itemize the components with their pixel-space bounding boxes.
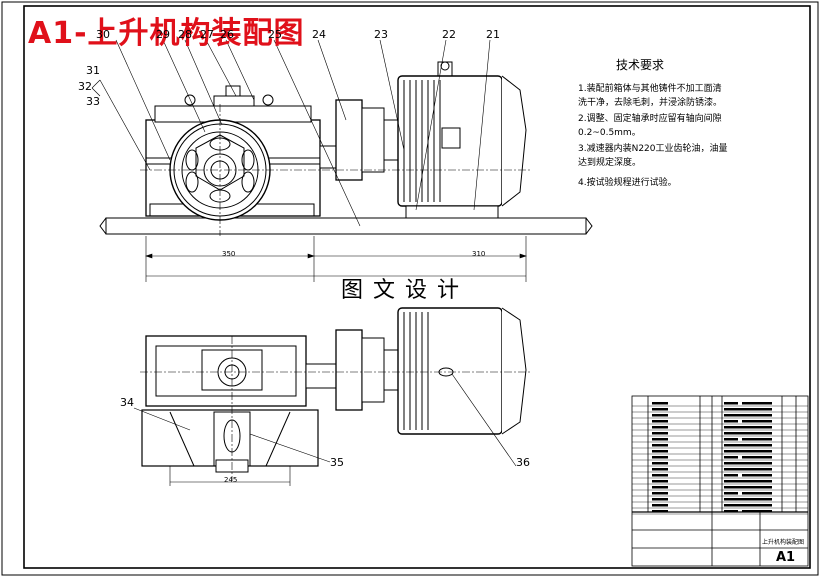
parts-list-entry bbox=[652, 468, 668, 471]
parts-list-entry bbox=[652, 492, 668, 495]
parts-list-entry bbox=[652, 450, 668, 453]
parts-list-entry bbox=[724, 486, 750, 489]
dimension-plan-width: 245 bbox=[224, 476, 238, 484]
tech-requirement-line: 0.2~0.5mm。 bbox=[578, 128, 641, 138]
parts-list-entry bbox=[742, 486, 772, 489]
watermark-text: 图文设计 bbox=[341, 278, 470, 303]
part-number-26: 26 bbox=[220, 28, 234, 41]
part-number-35: 35 bbox=[330, 456, 344, 469]
parts-list-entry bbox=[742, 432, 772, 435]
parts-list-entry bbox=[724, 450, 750, 453]
parts-list-entry bbox=[742, 408, 772, 411]
parts-list-entry bbox=[742, 456, 772, 459]
parts-list-entry bbox=[652, 444, 668, 447]
dimension-front-left: 350 bbox=[222, 250, 236, 258]
part-number-30: 30 bbox=[96, 28, 110, 41]
parts-list-entry bbox=[742, 444, 772, 447]
tech-requirements-heading: 技术要求 bbox=[616, 58, 665, 72]
part-number-28: 28 bbox=[178, 28, 192, 41]
parts-list-entry bbox=[742, 450, 772, 453]
parts-list-entry bbox=[742, 438, 772, 441]
title-block-drawing-name: 上升机构装配图 bbox=[762, 539, 805, 546]
parts-list-entry bbox=[652, 456, 668, 459]
parts-list-entry bbox=[724, 474, 738, 477]
parts-list-entry bbox=[724, 414, 750, 417]
tech-requirement-line: 2.调整、固定轴承时应留有轴向间隙 bbox=[578, 114, 722, 124]
parts-list-entry bbox=[742, 492, 772, 495]
front-dimensions bbox=[145, 236, 527, 282]
part-number-22: 22 bbox=[442, 28, 456, 41]
dimension-front-right: 310 bbox=[472, 250, 486, 258]
parts-list-entry bbox=[652, 420, 668, 423]
parts-list-entry bbox=[652, 504, 668, 507]
part-number-21: 21 bbox=[486, 28, 500, 41]
title-block-rows bbox=[632, 402, 808, 515]
parts-list-entry bbox=[742, 498, 772, 501]
parts-list-entry bbox=[724, 408, 744, 411]
parts-list-entry bbox=[742, 480, 772, 483]
parts-list-entry bbox=[742, 510, 772, 513]
part-number-25: 25 bbox=[268, 28, 282, 41]
parts-list-entry bbox=[724, 480, 744, 483]
tech-requirement-line: 洗干净，去除毛刺，并浸涂防锈漆。 bbox=[578, 98, 723, 108]
tech-requirement-line: 4.按试验规程进行试验。 bbox=[578, 178, 677, 188]
parts-list-entry bbox=[742, 420, 772, 423]
parts-list-entry bbox=[724, 432, 750, 435]
parts-list-entry bbox=[652, 510, 668, 513]
parts-list-entry bbox=[742, 426, 772, 429]
part-number-33: 33 bbox=[86, 95, 100, 108]
parts-list-entry bbox=[724, 456, 738, 459]
tech-requirement-line: 3.减速器内装N220工业齿轮油，油量 bbox=[578, 144, 728, 154]
tech-requirement-line: 1.装配前箱体与其他铸件不加工面清 bbox=[578, 84, 722, 94]
part-number-24: 24 bbox=[312, 28, 326, 41]
parts-list-entry bbox=[724, 402, 738, 405]
parts-list-entry bbox=[742, 402, 772, 405]
parts-list-entry bbox=[652, 486, 668, 489]
title-block-drawing-code: A1 bbox=[776, 550, 796, 565]
plan-view bbox=[140, 307, 530, 480]
front-leaders bbox=[91, 39, 491, 227]
parts-list-entry bbox=[724, 420, 738, 423]
part-number-23: 23 bbox=[374, 28, 388, 41]
parts-list-entry bbox=[652, 402, 668, 405]
parts-list-entry bbox=[742, 414, 772, 417]
parts-list-entry bbox=[724, 504, 750, 507]
parts-list-entry bbox=[724, 462, 744, 465]
parts-list-entry bbox=[652, 408, 668, 411]
parts-list-entry bbox=[742, 474, 772, 477]
parts-list-entry bbox=[652, 414, 668, 417]
drawing-title: A1-上升机构装配图 bbox=[28, 16, 305, 51]
parts-list-entry bbox=[652, 498, 668, 501]
parts-list-entry bbox=[724, 492, 738, 495]
parts-list-entry bbox=[724, 438, 738, 441]
parts-list-entry bbox=[724, 444, 744, 447]
part-number-31: 31 bbox=[86, 64, 100, 77]
tech-requirement-line: 达到规定深度。 bbox=[578, 158, 642, 168]
parts-list-entry bbox=[652, 432, 668, 435]
parts-list-entry bbox=[724, 426, 744, 429]
inner-frame bbox=[23, 5, 811, 569]
part-number-32: 32 bbox=[78, 80, 92, 93]
part-number-27: 27 bbox=[200, 28, 214, 41]
parts-list-entry bbox=[724, 468, 750, 471]
part-number-29: 29 bbox=[156, 28, 170, 41]
parts-list-entry bbox=[724, 510, 738, 513]
parts-list-entry bbox=[652, 474, 668, 477]
parts-list-entry bbox=[652, 462, 668, 465]
parts-list-entry bbox=[652, 480, 668, 483]
parts-list-entry bbox=[652, 438, 668, 441]
part-number-34: 34 bbox=[120, 396, 134, 409]
motor-body bbox=[397, 75, 503, 207]
plan-leaders bbox=[133, 373, 517, 486]
part-number-36: 36 bbox=[516, 456, 530, 469]
parts-list-entry bbox=[724, 498, 744, 501]
parts-list-entry bbox=[742, 504, 772, 507]
parts-list-entry bbox=[742, 462, 772, 465]
parts-list-entry bbox=[652, 426, 668, 429]
front-view bbox=[99, 61, 593, 236]
parts-list-entry bbox=[742, 468, 772, 471]
